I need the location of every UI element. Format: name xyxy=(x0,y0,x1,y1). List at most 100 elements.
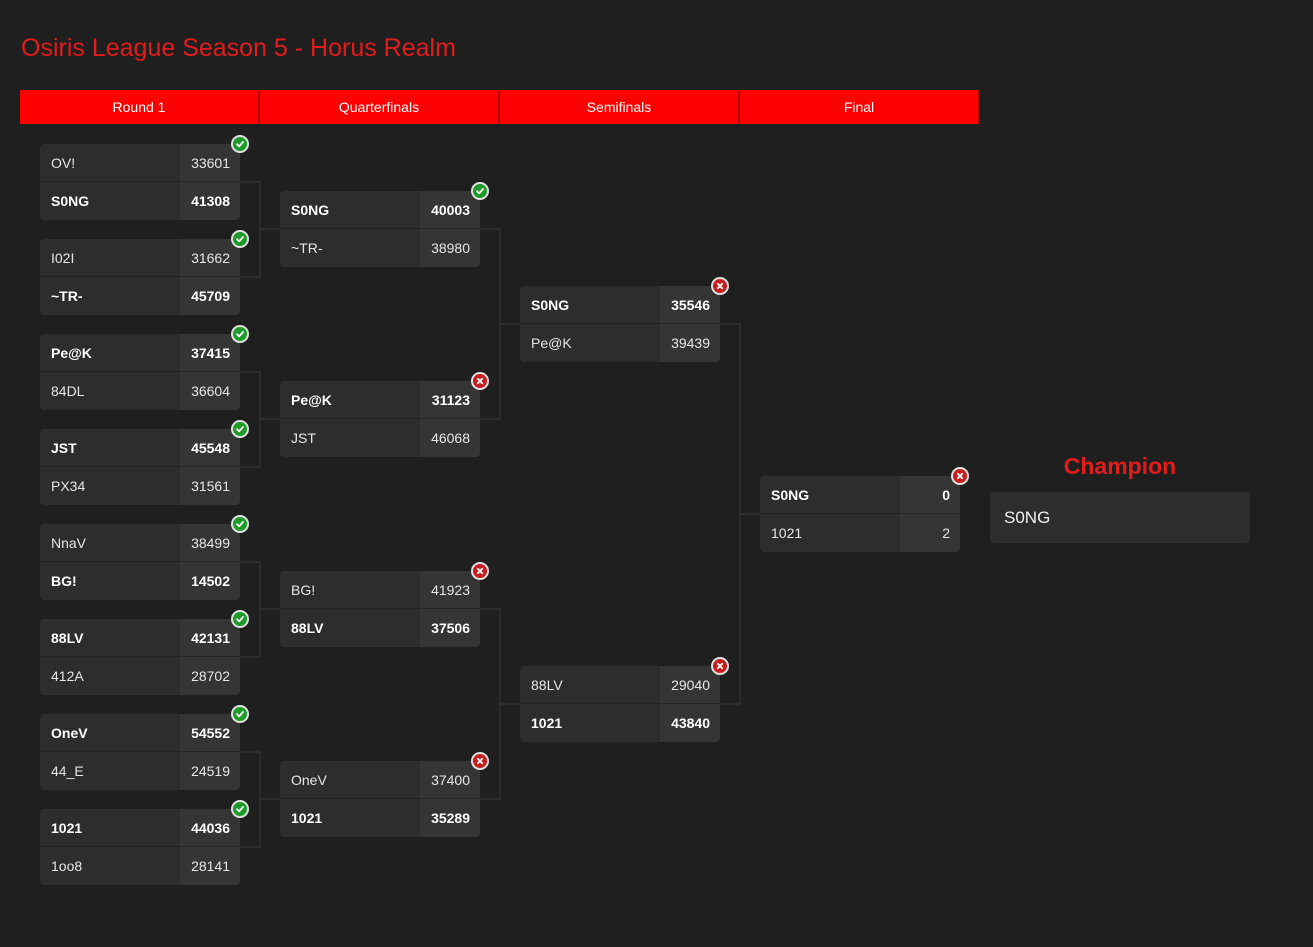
team-score: 43840 xyxy=(660,704,720,742)
check-icon xyxy=(231,705,249,723)
match-card[interactable]: S0NG 40003~TR-38980 xyxy=(280,182,489,267)
team-name: BG! xyxy=(291,581,316,598)
team-score: 31561 xyxy=(180,467,240,505)
team-row-top[interactable]: NnaV 38499 xyxy=(40,524,240,562)
team-name: JST xyxy=(291,430,316,446)
team-row-bottom[interactable]: BG!14502 xyxy=(40,562,240,600)
cross-icon xyxy=(711,657,729,675)
team-name: S0NG xyxy=(531,296,570,313)
team-score: 2 xyxy=(900,514,960,552)
team-name: 88LV xyxy=(51,629,84,646)
team-score: 54552 xyxy=(180,714,240,751)
team-score: 38499 xyxy=(180,524,240,561)
check-icon xyxy=(231,325,249,343)
page-title: Osiris League Season 5 - Horus Realm xyxy=(21,34,456,62)
team-score: 42131 xyxy=(180,619,240,656)
team-row-top[interactable]: BG! 41923 xyxy=(280,571,480,609)
team-score: 45709 xyxy=(180,277,240,315)
team-score: 41308 xyxy=(180,182,240,220)
team-row-bottom[interactable]: ~TR-45709 xyxy=(40,277,240,315)
team-name: ~TR- xyxy=(291,240,323,256)
round-header-quarterfinals[interactable]: Quarterfinals xyxy=(260,90,499,124)
team-name: 1oo8 xyxy=(51,858,83,874)
team-row-top[interactable]: S0NG 40003 xyxy=(280,191,480,229)
team-name: S0NG xyxy=(51,193,90,209)
team-row-bottom[interactable]: JST 46068 xyxy=(280,419,480,457)
team-row-bottom[interactable]: ~TR-38980 xyxy=(280,229,480,267)
team-row-top[interactable]: Pe@K 37415 xyxy=(40,334,240,372)
champion-label: Champion xyxy=(1063,453,1177,479)
champion-box[interactable]: S0NG xyxy=(990,492,1250,543)
team-score: 37506 xyxy=(420,609,480,647)
team-name: 1021 xyxy=(51,819,83,836)
team-name: S0NG xyxy=(291,201,330,218)
team-row-bottom[interactable]: PX34 31561 xyxy=(40,467,240,505)
team-name: JST xyxy=(51,439,77,456)
team-score: 41923 xyxy=(420,571,480,608)
cross-icon xyxy=(471,562,489,580)
champion-name: S0NG xyxy=(1004,507,1051,527)
team-name: OneV xyxy=(51,724,88,741)
team-score: 37415 xyxy=(180,334,240,371)
team-score: 0 xyxy=(900,476,960,513)
team-row-top[interactable]: 88LV 29040 xyxy=(520,666,720,704)
team-score: 40003 xyxy=(420,191,480,228)
team-name: PX34 xyxy=(51,478,86,494)
team-name: 88LV xyxy=(531,676,563,693)
check-icon xyxy=(231,610,249,628)
team-name: 44_E xyxy=(51,763,84,779)
team-score: 46068 xyxy=(420,419,480,457)
team-name: Pe@K xyxy=(291,391,332,408)
team-score: 45548 xyxy=(180,429,240,466)
team-name: Pe@K xyxy=(51,344,92,361)
team-row-top[interactable]: 88LV 42131 xyxy=(40,619,240,657)
round-header-final[interactable]: Final xyxy=(740,90,979,124)
cross-icon xyxy=(951,467,969,485)
check-icon xyxy=(231,420,249,438)
team-row-top[interactable]: OneV 54552 xyxy=(40,714,240,752)
team-row-top[interactable]: OV!33601 xyxy=(40,144,240,182)
check-icon xyxy=(231,135,249,153)
team-score: 29040 xyxy=(660,666,720,703)
team-row-top[interactable]: JST 45548 xyxy=(40,429,240,467)
team-name: 412A xyxy=(51,668,84,684)
team-name: 1021 xyxy=(771,525,803,541)
team-name: OV! xyxy=(51,154,76,171)
check-icon xyxy=(231,515,249,533)
team-name: Pe@K xyxy=(531,335,572,351)
team-name: I02I xyxy=(51,249,75,266)
team-row-bottom[interactable]: 1021 2 xyxy=(760,514,960,552)
round-header-round-1[interactable]: Round 1 xyxy=(20,90,259,124)
round-header-semifinals[interactable]: Semifinals xyxy=(500,90,739,124)
team-row-bottom[interactable]: S0NG 41308 xyxy=(40,182,240,220)
team-name: NnaV xyxy=(51,534,87,551)
